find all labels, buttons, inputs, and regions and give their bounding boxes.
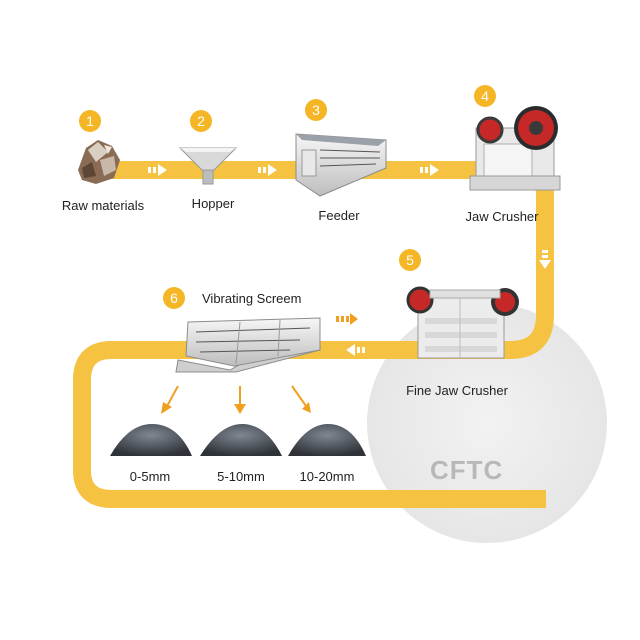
svg-text:6: 6 bbox=[170, 290, 178, 306]
step-badge-4: 4 bbox=[474, 85, 496, 107]
step-badge-5: 5 bbox=[399, 249, 421, 271]
svg-text:4: 4 bbox=[481, 88, 489, 104]
hopper-image bbox=[178, 147, 238, 185]
step-badge-2: 2 bbox=[190, 110, 212, 132]
svg-text:1: 1 bbox=[86, 113, 94, 129]
step-badge-1: 1 bbox=[79, 110, 101, 132]
flow-arrow-left bbox=[346, 344, 365, 356]
svg-text:3: 3 bbox=[312, 102, 320, 118]
label-vibrating-screen: Vibrating Screem bbox=[202, 291, 302, 306]
product-pile-10-20mm bbox=[288, 424, 366, 456]
label-fine-jaw-crusher: Fine Jaw Crusher bbox=[406, 383, 508, 398]
label-hopper: Hopper bbox=[191, 196, 235, 211]
flow-arrow-1 bbox=[148, 164, 167, 176]
fine-jaw-crusher-image bbox=[406, 286, 519, 359]
output-arrow-2 bbox=[234, 386, 246, 414]
flow-arrow-down bbox=[539, 250, 551, 269]
label-jaw-crusher: Jaw Crusher bbox=[465, 209, 539, 224]
label-raw-materials: Raw materials bbox=[61, 198, 145, 213]
raw-materials-rock-image bbox=[78, 140, 120, 184]
brand-logo: CFTC bbox=[430, 455, 504, 485]
step-badge-3: 3 bbox=[305, 99, 327, 121]
background-circle bbox=[367, 303, 607, 543]
output-arrow-1 bbox=[161, 385, 179, 414]
flow-arrow-3 bbox=[420, 164, 439, 176]
product-pile-0-5mm bbox=[110, 424, 192, 456]
label-product-10-20mm: 10-20mm bbox=[299, 469, 355, 484]
output-arrow-3 bbox=[291, 385, 311, 413]
step-badge-6: 6 bbox=[163, 287, 185, 309]
flow-arrow-2 bbox=[258, 164, 277, 176]
vibrating-screen-image bbox=[175, 317, 321, 373]
svg-text:2: 2 bbox=[197, 113, 205, 129]
jaw-crusher-image bbox=[469, 106, 561, 191]
feeder-image bbox=[295, 133, 387, 197]
label-product-5-10mm: 5-10mm bbox=[217, 469, 265, 484]
label-product-0-5mm: 0-5mm bbox=[129, 469, 171, 484]
product-pile-5-10mm bbox=[200, 424, 282, 456]
return-arrow bbox=[336, 313, 358, 325]
svg-text:5: 5 bbox=[406, 252, 414, 268]
label-feeder: Feeder bbox=[318, 208, 360, 223]
